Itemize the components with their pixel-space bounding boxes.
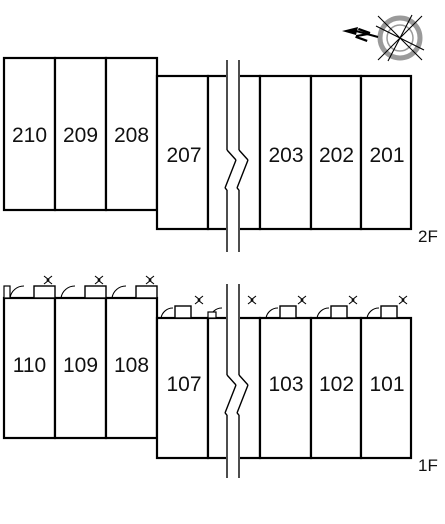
unit-label: 202 (319, 144, 354, 167)
compass-north-label: N (351, 25, 374, 44)
unit-203 (258, 74, 313, 231)
unit-210 (2, 56, 57, 212)
unit-label: 108 (114, 354, 149, 377)
compass-rose-icon (342, 14, 425, 62)
unit-label: 101 (369, 373, 404, 396)
unit-label: 208 (114, 124, 149, 147)
unit-label: 109 (63, 354, 98, 377)
unit-201 (359, 74, 413, 231)
unit-label: 201 (369, 144, 404, 167)
floor-1f: 110 109 108 107 103 102 101 1F (2, 275, 438, 478)
unit-label: 103 (268, 373, 303, 396)
floor-2f: 210 209 208 207 203 202 201 2F (2, 56, 438, 252)
unit-label: 107 (166, 373, 201, 396)
unit-108 (104, 296, 159, 440)
unit-label: 209 (63, 124, 98, 147)
floor-label: 2F (418, 227, 438, 246)
unit-208 (104, 56, 159, 212)
unit-109 (53, 296, 108, 440)
unit-207 (155, 74, 210, 231)
compass: N (342, 14, 425, 62)
unit-110 (2, 296, 57, 440)
unit-label: 110 (13, 354, 46, 377)
unit-label: 207 (166, 144, 201, 167)
floor-label: 1F (418, 456, 438, 475)
unit-label: 210 (12, 124, 47, 147)
unit-label: 102 (319, 373, 354, 396)
unit-label: 203 (268, 144, 303, 167)
unit-107 (155, 316, 210, 460)
door-symbols (3, 275, 408, 319)
